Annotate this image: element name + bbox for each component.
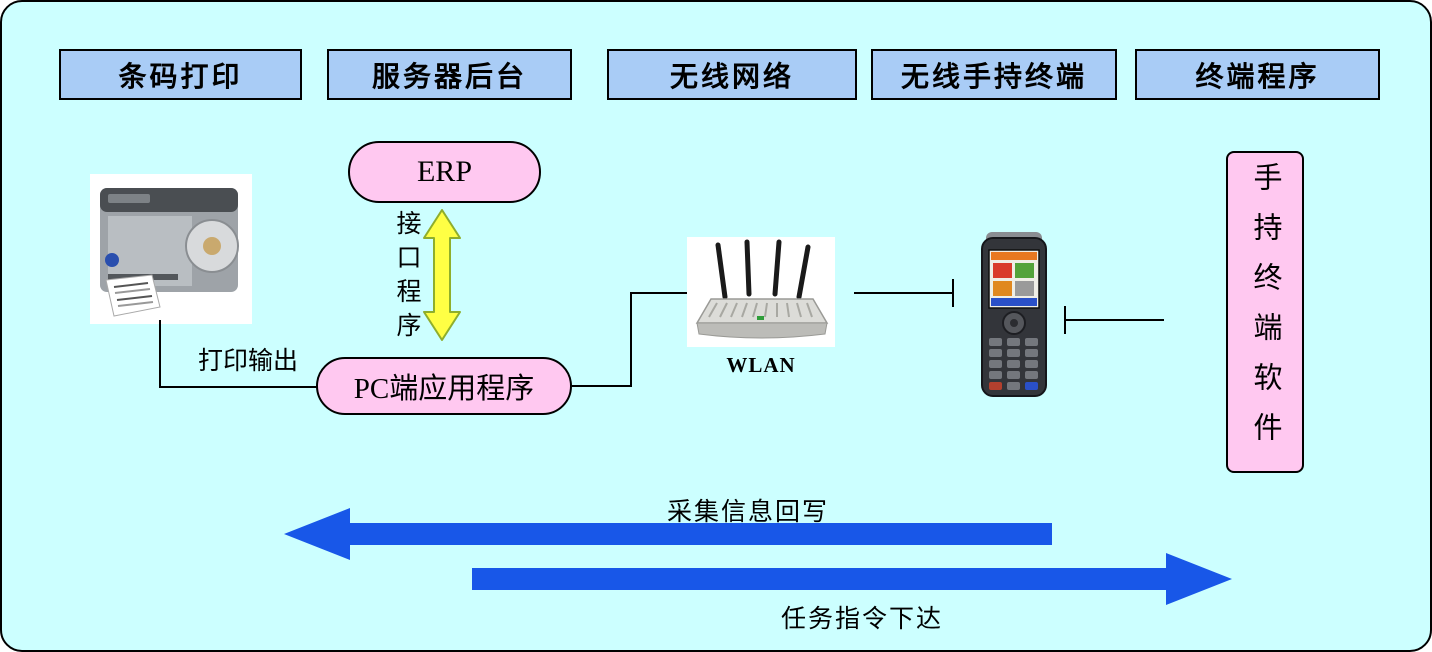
header-label-server-backend: 服务器后台: [371, 61, 527, 93]
erp-label: ERP: [416, 155, 473, 188]
header-label-wireless-network: 无线网络: [669, 61, 794, 93]
wlan-label: WLAN: [726, 353, 796, 377]
connector-pcapp-vertical: [630, 292, 632, 387]
writeback-arrow-icon: [280, 504, 1056, 564]
task-dispatch-arrow-icon: [468, 549, 1236, 609]
connector-pcapp-horizontal: [572, 385, 632, 387]
router-image: [687, 237, 835, 347]
connector-printer-horizontal: [159, 386, 317, 388]
pc-app-node: PC端应用程序: [316, 357, 572, 415]
connector-wlan-left-horizontal: [630, 292, 687, 294]
header-box-server-backend: 服务器后台: [327, 49, 572, 100]
task-dispatch-flow-label: 任务指令下达: [780, 606, 943, 633]
connector-printer-vertical: [159, 320, 161, 388]
connector-handheld-horizontal: [1064, 319, 1164, 321]
print-output-label: 打印输出: [198, 348, 299, 375]
connector-wlan-right-horizontal: [854, 292, 954, 294]
wireless-access-point-icon: [687, 237, 835, 347]
header-box-wireless-handheld: 无线手持终端: [871, 49, 1117, 100]
erp-node: ERP: [348, 141, 541, 203]
interface-double-arrow-icon: [420, 208, 464, 342]
header-label-wireless-handheld: 无线手持终端: [900, 61, 1087, 93]
pc-app-label: PC端应用程序: [353, 373, 535, 405]
header-label-barcode-printing: 条码打印: [118, 61, 243, 93]
header-box-terminal-program: 终端程序: [1135, 49, 1380, 100]
handheld-image: [980, 230, 1050, 398]
writeback-flow-label: 采集信息回写: [666, 499, 829, 526]
handheld-terminal-icon: [981, 232, 1047, 397]
interface-program-label: 接口程序: [393, 210, 420, 346]
header-label-terminal-program: 终端程序: [1195, 61, 1320, 93]
connector-wlan-right-cap: [952, 279, 954, 307]
header-box-wireless-network: 无线网络: [607, 49, 857, 100]
barcode-label-printer-icon: [90, 174, 252, 324]
handheld-software-node: 手持终端软件: [1226, 151, 1304, 473]
header-box-barcode-printing: 条码打印: [59, 49, 302, 100]
printer-image: [90, 174, 252, 324]
